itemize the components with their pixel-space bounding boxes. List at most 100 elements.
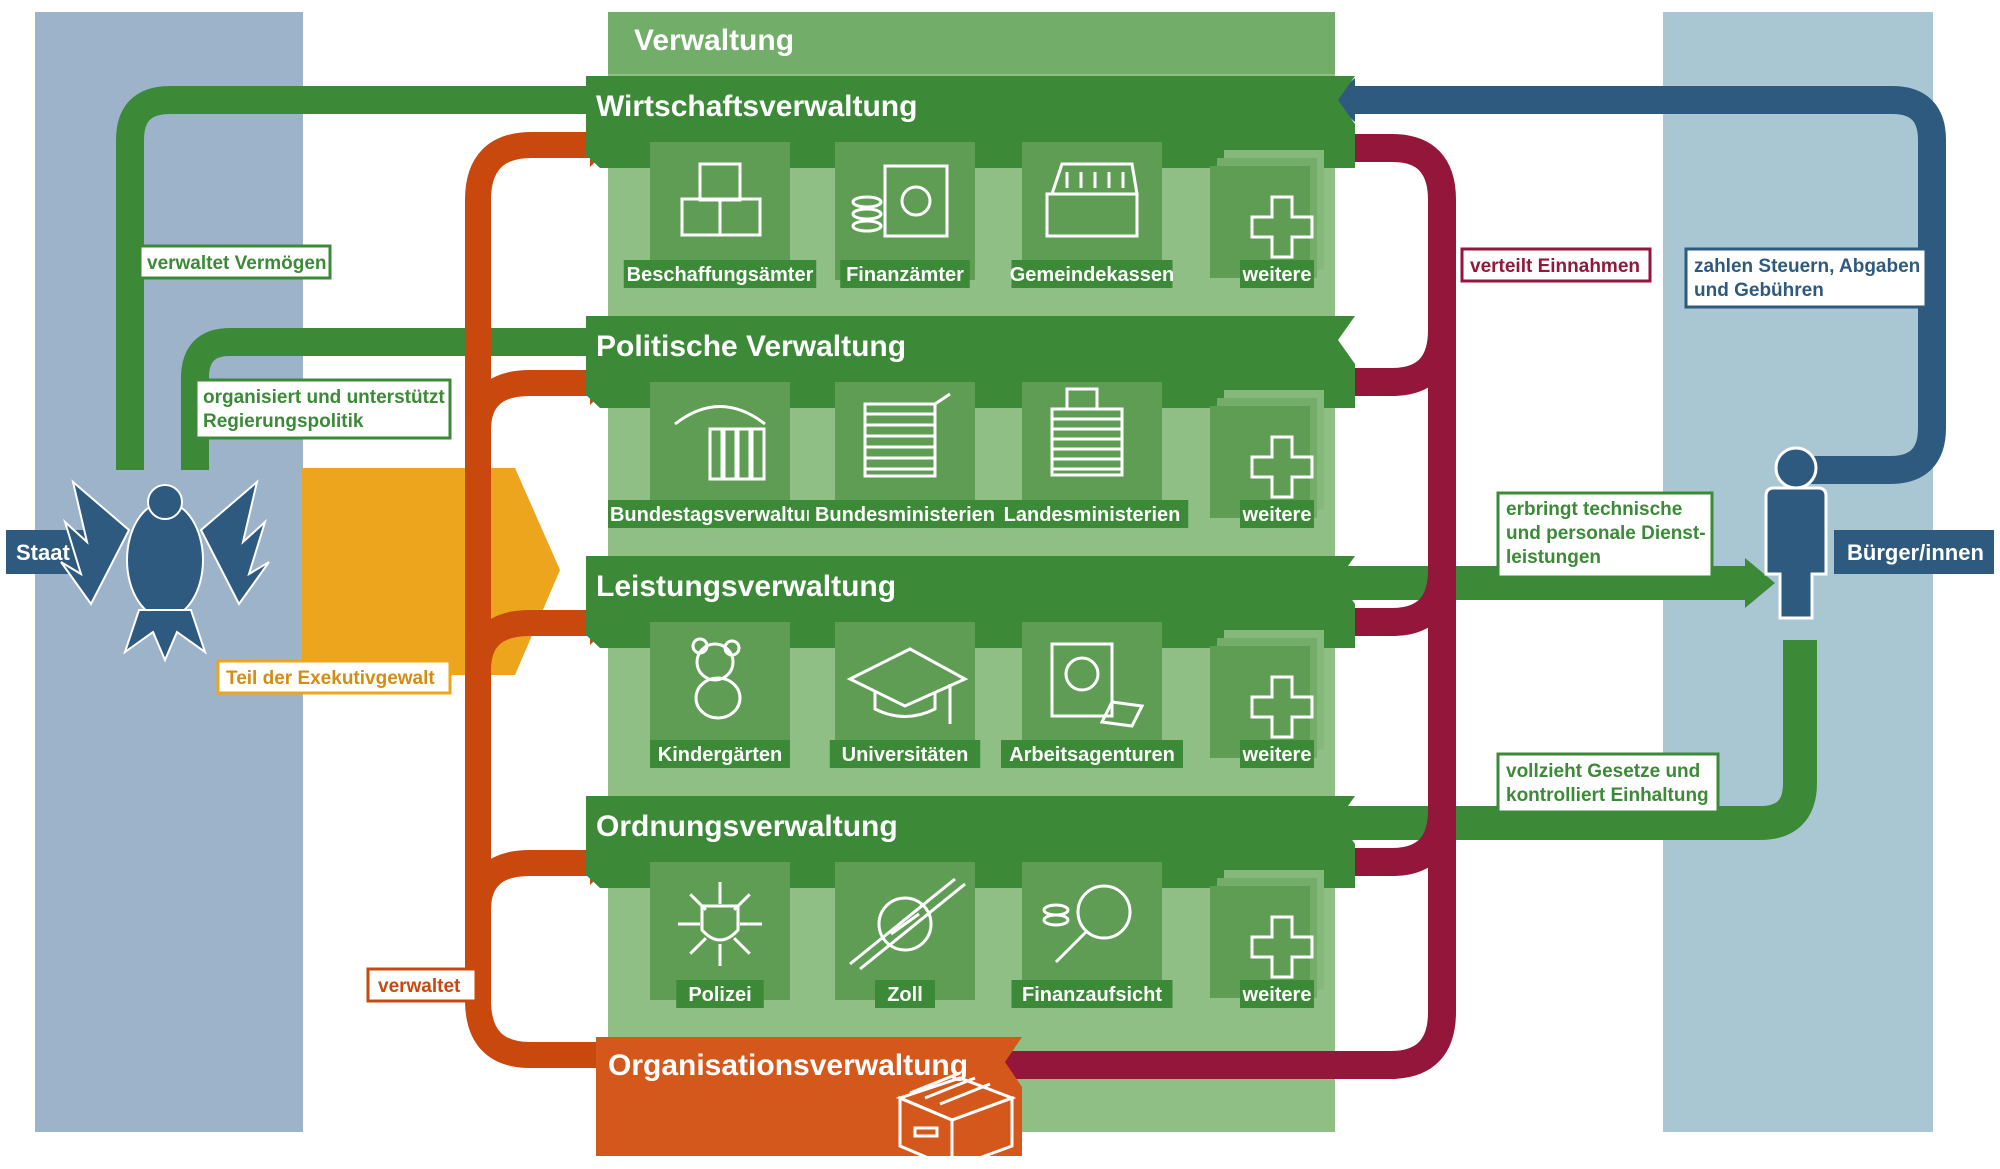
tile-label-box bbox=[1240, 260, 1314, 288]
flow-regierungspolitik bbox=[181, 328, 612, 470]
tile-background bbox=[1210, 406, 1310, 518]
tile-weitere: weitere bbox=[1210, 150, 1324, 288]
anno-box-gesetze bbox=[1496, 752, 1720, 814]
tile-label-box bbox=[1011, 980, 1173, 1008]
tile-background bbox=[1022, 382, 1162, 520]
tile-landesministerien: Landesministerien bbox=[995, 382, 1189, 528]
buerger-label: Bürger/innen bbox=[1847, 540, 1984, 565]
buerger-label-bar bbox=[1834, 530, 1994, 574]
anno-box-exekutive bbox=[216, 659, 452, 695]
safe-icon bbox=[851, 164, 949, 238]
tile-universitäten: Universitäten bbox=[829, 622, 981, 768]
anno-box-regierungspolitik bbox=[194, 378, 452, 440]
tile-label: weitere bbox=[1242, 984, 1312, 1006]
tile-label-box bbox=[829, 740, 981, 768]
tile-label: Gemeindekassen bbox=[1010, 264, 1175, 286]
tile-weitere: weitere bbox=[1210, 870, 1324, 1008]
anno-box-steuern bbox=[1684, 247, 1928, 309]
plus-icon bbox=[1250, 195, 1314, 259]
parliament-files-icon bbox=[674, 405, 766, 481]
flow-verwaltet-vermoegen bbox=[116, 86, 612, 470]
tile-background bbox=[650, 382, 790, 520]
plus-icon bbox=[1250, 915, 1314, 979]
tile-label-box bbox=[650, 740, 790, 768]
tile-label-box bbox=[1011, 260, 1173, 288]
tile-label-box bbox=[875, 980, 935, 1008]
administration-header-band bbox=[608, 12, 1335, 74]
heading-wirtschaftsverwaltung: Wirtschaftsverwaltung bbox=[596, 90, 917, 123]
anno-organisiert-line2: Regierungspolitik bbox=[203, 411, 364, 432]
anno-dienst-line2: und personale Dienst- bbox=[1506, 523, 1706, 544]
tile-label: Bundestagsverwaltung bbox=[610, 504, 830, 526]
boxes-icon bbox=[680, 162, 762, 237]
tile-kindergärten: Kindergärten bbox=[650, 622, 790, 768]
anno-box-vermoegen bbox=[138, 244, 332, 280]
tile-label: Beschaffungsämter bbox=[627, 264, 814, 286]
tile-label-box bbox=[840, 260, 970, 288]
tile-background bbox=[835, 622, 975, 760]
tile-background bbox=[1210, 886, 1310, 998]
file-drawer-icon bbox=[895, 1071, 1017, 1169]
anno-verteilt-einnahmen: verteilt Einnahmen bbox=[1470, 256, 1640, 277]
anno-verwaltet: verwaltet bbox=[378, 976, 461, 997]
anno-gesetze-line1: vollzieht Gesetze und bbox=[1506, 761, 1700, 782]
plus-icon bbox=[1250, 435, 1314, 499]
federal-eagle-icon bbox=[60, 479, 270, 663]
tile-gemeindekassen: Gemeindekassen bbox=[1010, 142, 1175, 288]
heading-leistungsverwaltung: Leistungsverwaltung bbox=[596, 570, 896, 603]
tile-label-box bbox=[808, 500, 1002, 528]
flow-verteilt-einnahmen bbox=[1005, 134, 1456, 1079]
tile-label-box bbox=[676, 980, 764, 1008]
tile-label-box bbox=[623, 260, 817, 288]
anno-teil-exekutive: Teil der Exekutivgewalt bbox=[226, 668, 435, 689]
flow-verwaltet bbox=[465, 132, 612, 1068]
tile-beschaffungsämter: Beschaffungsämter bbox=[623, 142, 817, 288]
heading-ordnungsverwaltung: Ordnungsverwaltung bbox=[596, 810, 898, 843]
tile-background bbox=[1210, 166, 1310, 278]
tile-polizei: Polizei bbox=[650, 862, 790, 1008]
tile-label-box bbox=[995, 500, 1189, 528]
tile-background bbox=[650, 622, 790, 760]
tile-label: Finanzämter bbox=[846, 264, 964, 286]
anno-box-verwaltet bbox=[366, 967, 478, 1003]
tile-label-box bbox=[1240, 980, 1314, 1008]
tile-label-box bbox=[608, 500, 832, 528]
graduation-cap-icon bbox=[846, 647, 969, 724]
tile-label: weitere bbox=[1242, 744, 1312, 766]
flow-dienstleistungen-arrowhead bbox=[1745, 558, 1775, 608]
tile-label: Universitäten bbox=[842, 744, 969, 766]
tile-label: Arbeitsagenturen bbox=[1009, 744, 1175, 766]
person-icon bbox=[1764, 446, 1828, 620]
tile-label: Kindergärten bbox=[658, 744, 782, 766]
anno-verwaltet-vermoegen: verwaltet Vermögen bbox=[147, 253, 327, 274]
organisation-bar bbox=[596, 1037, 1022, 1156]
heading-organisationsverwaltung: Organisationsverwaltung bbox=[608, 1049, 968, 1082]
tile-arbeitsagenturen: Arbeitsagenturen bbox=[1001, 622, 1183, 768]
state-building-icon bbox=[1050, 387, 1124, 477]
administration-title: Verwaltung bbox=[634, 24, 794, 57]
cash-register-icon bbox=[1045, 162, 1139, 238]
anno-box-dienstleistungen bbox=[1496, 491, 1714, 579]
police-star-icon bbox=[678, 882, 762, 966]
tile-bundesministerien: Bundesministerien bbox=[808, 382, 1002, 528]
anno-organisiert-line1: organisiert und unterstützt bbox=[203, 387, 445, 408]
anno-dienst-line3: leistungen bbox=[1506, 547, 1601, 568]
tile-label: weitere bbox=[1242, 504, 1312, 526]
ministry-building-icon bbox=[863, 392, 951, 478]
flow-steuern-arrowhead bbox=[1330, 78, 1355, 122]
tile-zoll: Zoll bbox=[835, 862, 975, 1008]
annotations: verwaltet Vermögen organisiert und unter… bbox=[138, 244, 1928, 1003]
flow-steuern bbox=[1345, 86, 1946, 484]
anno-gesetze-line2: kontrolliert Einhaltung bbox=[1506, 785, 1709, 806]
tile-label: Landesministerien bbox=[1004, 504, 1181, 526]
tile-finanzämter: Finanzämter bbox=[835, 142, 975, 288]
tile-label-box bbox=[1240, 500, 1314, 528]
tile-finanzaufsicht: Finanzaufsicht bbox=[1011, 862, 1173, 1008]
heading-politische-verwaltung: Politische Verwaltung bbox=[596, 330, 906, 363]
job-agency-icon bbox=[1050, 642, 1145, 728]
executive-arrow bbox=[302, 468, 560, 675]
plus-icon bbox=[1250, 675, 1314, 739]
anno-dienst-line1: erbringt technische bbox=[1506, 499, 1682, 520]
tile-label-box bbox=[1001, 740, 1183, 768]
